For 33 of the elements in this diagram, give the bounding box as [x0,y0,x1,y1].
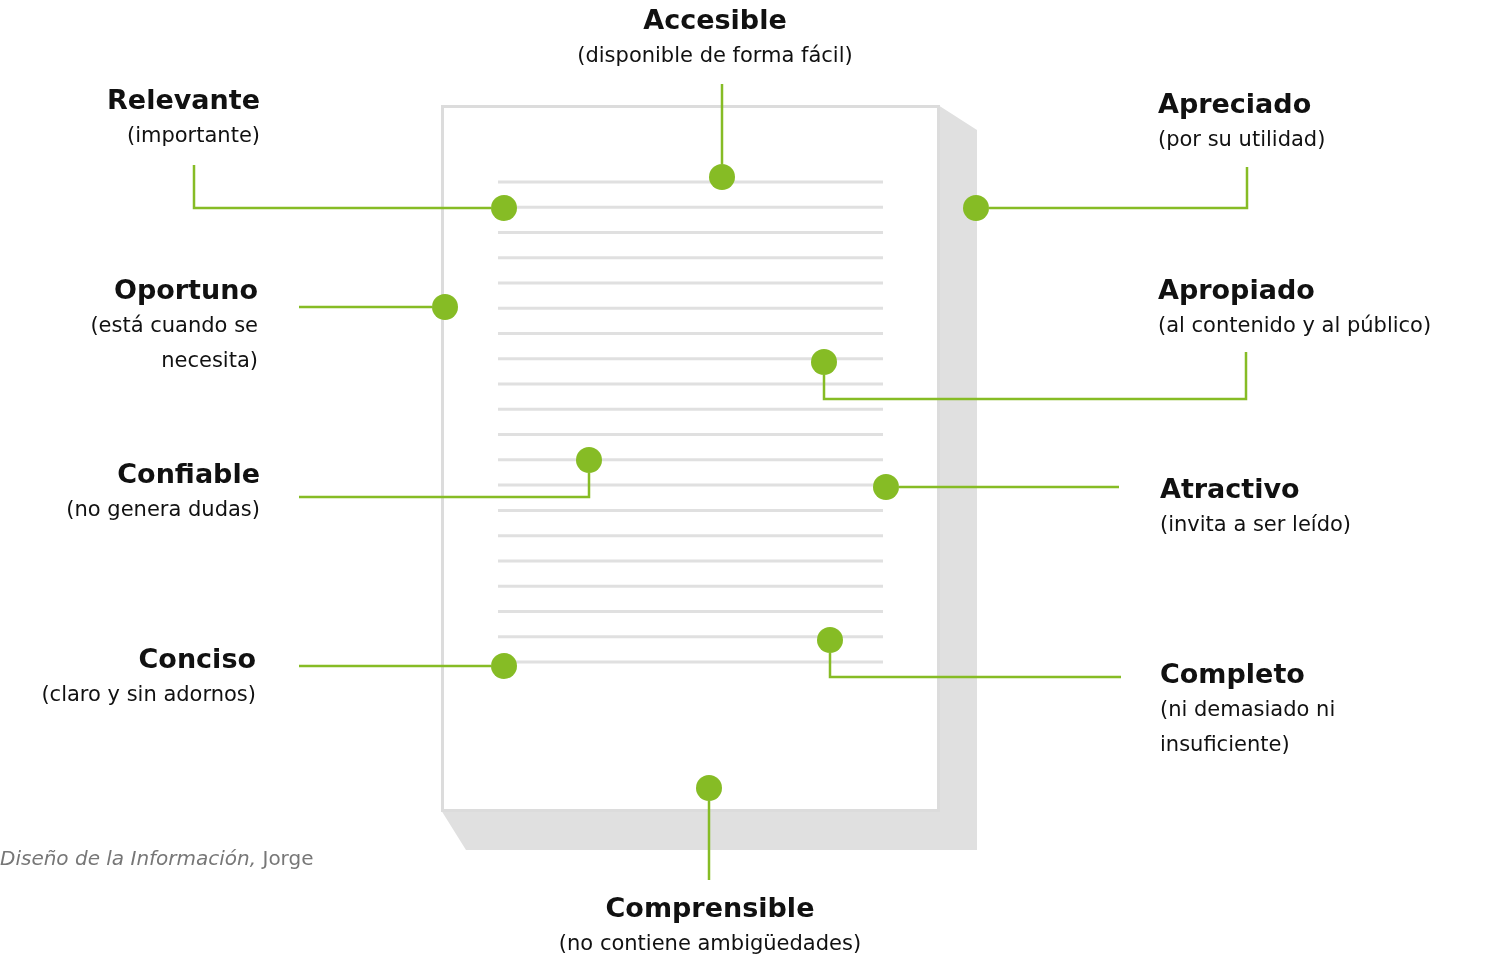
leader-line [299,664,491,668]
source-note: Diseño de la Información, Jorge [0,846,314,870]
callout-heading: Atractivo [1160,472,1300,506]
callout-heading: Accesible [643,3,787,37]
callout-description: (no contiene ambigüedades) [558,930,862,957]
callout-description: (disponible de forma fácil) [577,42,853,69]
callout-heading: Comprensible [605,891,815,925]
callout-description: (importante) [126,122,260,149]
marker-dot [432,294,458,320]
callout-heading: Confiable [117,457,260,491]
callout-heading: Oportuno [113,273,258,307]
callout-description: (al contenido y al público) [1158,312,1432,339]
leader-line [720,84,724,164]
callout-description: (ni demasiado ni insuficiente) [1160,696,1337,758]
callout-description: (claro y sin adornos) [41,681,256,708]
leader-line [299,305,432,309]
leader-line [299,473,591,499]
callout-heading: Relevante [107,83,260,117]
callout-description: (invita a ser leído) [1160,511,1352,538]
callout-heading: Apreciado [1158,87,1312,121]
leader-line [989,167,1249,210]
leader-line [707,801,711,880]
callout-heading: Completo [1160,657,1305,691]
leader-line [828,653,1121,679]
callout-description: (está cuando se necesita) [89,312,258,374]
callout-heading: Apropiado [1158,273,1315,307]
callout-description: (por su utilidad) [1158,126,1326,153]
callout-description: (no genera dudas) [66,496,260,523]
marker-dot [963,195,989,221]
leader-line [192,165,491,210]
leader-line [822,352,1248,401]
callout-heading: Conciso [138,642,256,676]
leader-line [899,485,1119,489]
